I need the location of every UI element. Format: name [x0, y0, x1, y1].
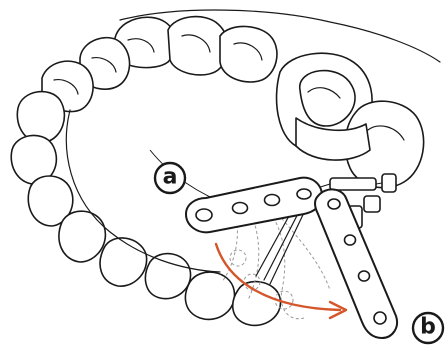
label-b: b [413, 313, 443, 343]
teeth-left-side [11, 92, 146, 287]
label-a: a [155, 163, 185, 193]
label-a-text: a [163, 165, 178, 190]
label-b-text: b [420, 315, 436, 340]
teeth-front-bottom [145, 254, 280, 326]
bone-plate-horizontal [186, 178, 322, 233]
teeth-upper-row [42, 17, 277, 112]
